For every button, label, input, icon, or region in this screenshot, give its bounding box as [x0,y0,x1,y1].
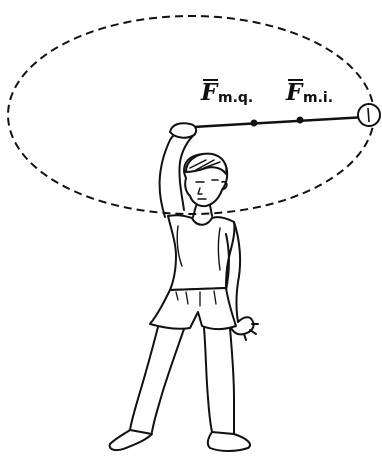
torso [167,214,236,291]
force-label-mi: F m.i. [285,79,333,106]
left-leg [203,327,235,435]
left-shoe [206,431,252,452]
force-label-mq-subscript: m.q. [218,90,253,106]
string-dot-1 [250,119,258,127]
shorts [149,287,237,330]
force-label-mi-symbol: F [285,79,304,106]
neck [192,204,213,218]
string-dot-2 [296,116,304,124]
ball [357,103,381,127]
force-label-mq-symbol: F [200,79,219,106]
athlete-figure [108,122,259,452]
raised-hand [169,122,198,139]
force-label-mq: F m.q. [200,79,253,106]
right-leg [129,326,185,433]
string-line [192,115,367,129]
left-hand [229,316,259,341]
right-shoe [108,429,153,452]
force-label-mi-subscript: m.i. [303,90,333,106]
